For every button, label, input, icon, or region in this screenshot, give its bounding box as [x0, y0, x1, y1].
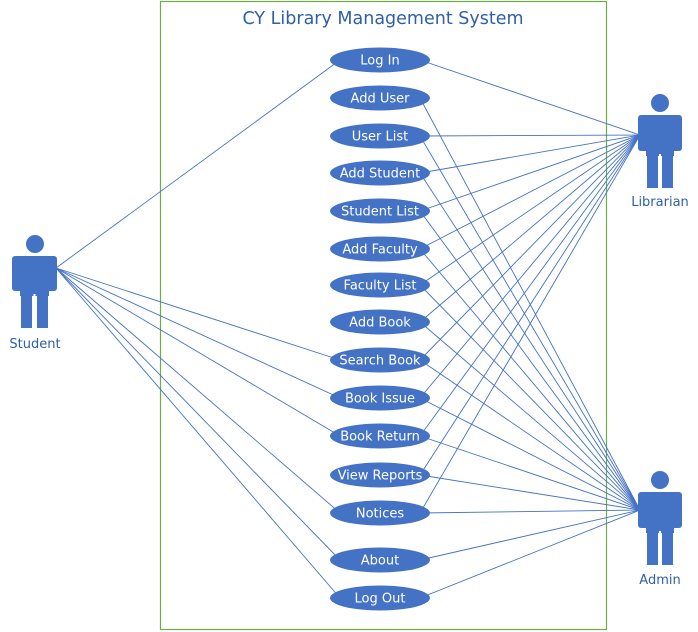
- use-case-book-issue[interactable]: Book Issue: [330, 385, 430, 411]
- use-case-user-list[interactable]: User List: [330, 123, 430, 149]
- association-admin-log-out: [419, 509, 641, 599]
- association-lines: [55, 59, 641, 599]
- association-student-search-book: [55, 267, 341, 361]
- use-case-ellipse: [330, 385, 430, 411]
- association-librarian-add-faculty: [419, 134, 641, 250]
- association-admin-book-issue: [419, 397, 641, 511]
- association-admin-add-user: [419, 97, 641, 511]
- use-case-view-reports[interactable]: View Reports: [330, 462, 430, 488]
- use-case-ellipse: [330, 160, 430, 186]
- use-case-book-return[interactable]: Book Return: [330, 423, 430, 449]
- use-case-ellipse: [330, 309, 430, 335]
- use-case-label: About: [361, 554, 399, 569]
- association-admin-search-book: [419, 359, 641, 511]
- use-case-label: Book Issue: [345, 392, 415, 407]
- use-case-label: Log In: [360, 54, 399, 69]
- use-case-label: Add User: [351, 92, 411, 107]
- association-librarian-book-return: [419, 134, 641, 437]
- system-title: CY Library Management System: [242, 9, 523, 29]
- association-librarian-view-reports: [419, 134, 641, 476]
- use-case-about[interactable]: About: [330, 547, 430, 573]
- use-case-log-out[interactable]: Log Out: [330, 585, 430, 611]
- actor-librarian[interactable]: Librarian: [631, 94, 689, 210]
- use-case-label: Student List: [341, 205, 419, 220]
- association-student-log-out: [55, 267, 341, 599]
- association-admin-add-book: [419, 321, 641, 511]
- use-case-ellipse: [330, 347, 430, 373]
- association-librarian-user-list: [419, 134, 641, 137]
- association-admin-faculty-list: [419, 284, 641, 511]
- use-case-add-faculty[interactable]: Add Faculty: [330, 236, 430, 262]
- use-case-label: Add Book: [349, 316, 411, 331]
- use-case-ellipse: [330, 85, 430, 111]
- use-case-search-book[interactable]: Search Book: [330, 347, 430, 373]
- association-admin-user-list: [419, 135, 641, 511]
- actor-admin[interactable]: Admin: [638, 471, 682, 588]
- association-admin-add-faculty: [419, 248, 641, 511]
- use-case-ellipse: [330, 547, 430, 573]
- association-student-notices: [55, 267, 341, 514]
- use-case-label: Log Out: [355, 592, 406, 607]
- use-case-label: Notices: [356, 507, 405, 522]
- student-figure-icon: [12, 235, 57, 328]
- use-case-notices[interactable]: Notices: [330, 500, 430, 526]
- use-case-ellipse: [330, 47, 430, 73]
- association-librarian-notices: [419, 134, 641, 514]
- association-student-about: [55, 267, 341, 561]
- use-case-ellipse: [330, 198, 430, 224]
- association-admin-add-student: [419, 172, 641, 511]
- use-case-label: Add Faculty: [342, 243, 418, 258]
- use-case-ellipse: [330, 123, 430, 149]
- association-librarian-faculty-list: [419, 134, 641, 286]
- association-admin-view-reports: [419, 474, 641, 511]
- use-case-ellipse: [330, 500, 430, 526]
- use-case-label: User List: [352, 130, 409, 145]
- association-librarian-log-in: [419, 59, 641, 136]
- use-case-label: Book Return: [340, 430, 420, 445]
- association-admin-notices: [419, 509, 641, 514]
- use-case-faculty-list[interactable]: Faculty List: [330, 272, 430, 298]
- association-student-book-issue: [55, 267, 341, 399]
- librarian-figure-icon: [638, 94, 682, 188]
- use-case-label: Faculty List: [344, 279, 417, 294]
- association-admin-book-return: [419, 435, 641, 511]
- use-case-ellipse: [330, 236, 430, 262]
- use-case-ellipse: [330, 585, 430, 611]
- actor-label-admin: Admin: [639, 573, 680, 588]
- use-case-add-book[interactable]: Add Book: [330, 309, 430, 335]
- use-case-add-student[interactable]: Add Student: [330, 160, 430, 186]
- association-student-log-in: [55, 59, 341, 269]
- use-case-label: Search Book: [339, 354, 421, 369]
- actor-student[interactable]: Student: [9, 235, 61, 352]
- association-admin-student-list: [419, 210, 641, 511]
- association-librarian-book-issue: [419, 134, 641, 399]
- use-case-add-user[interactable]: Add User: [330, 85, 430, 111]
- actor-label-librarian: Librarian: [631, 195, 689, 210]
- use-case-label: Add Student: [340, 167, 420, 182]
- use-case-ellipse: [330, 462, 430, 488]
- use-case-student-list[interactable]: Student List: [330, 198, 430, 224]
- association-librarian-add-book: [419, 134, 641, 323]
- use-case-label: View Reports: [338, 469, 423, 484]
- use-case-ellipse: [330, 423, 430, 449]
- association-student-book-return: [55, 267, 341, 437]
- use-case-ellipse: [330, 272, 430, 298]
- actor-label-student: Student: [9, 337, 60, 352]
- association-admin-about: [419, 509, 641, 561]
- admin-figure-icon: [638, 471, 682, 565]
- use-case-log-in[interactable]: Log In: [330, 47, 430, 73]
